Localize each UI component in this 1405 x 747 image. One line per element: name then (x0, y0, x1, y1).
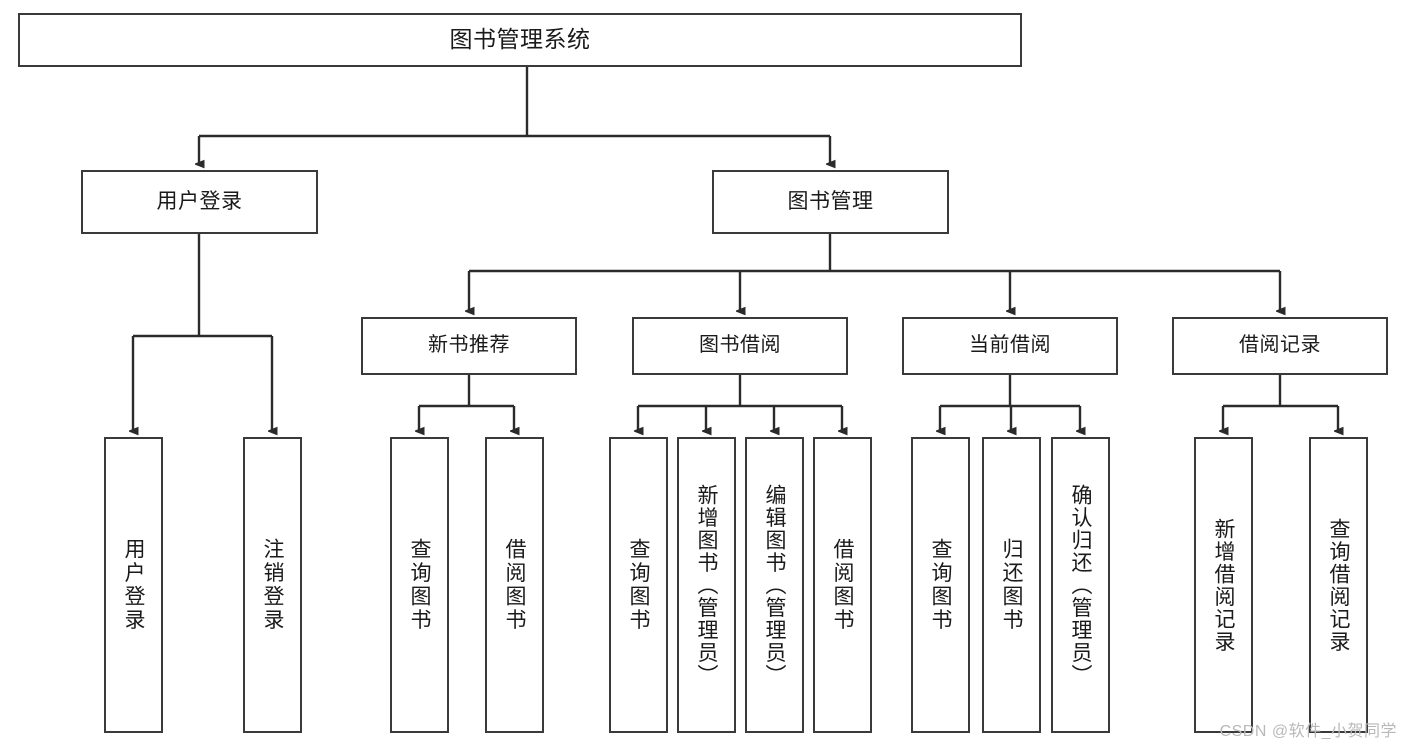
node-current-borrow[interactable]: 当前借阅 (902, 317, 1118, 375)
leaf-label: 新增图书（管理员） (695, 483, 718, 687)
leaf-label: 查询图书 (627, 538, 650, 632)
leaf-borrow-book-borrow[interactable]: 借阅图书 (813, 437, 872, 733)
leaf-borrow-book-newbook[interactable]: 借阅图书 (485, 437, 544, 733)
leaf-label: 借阅图书 (831, 538, 854, 632)
node-new-book-recommendation[interactable]: 新书推荐 (361, 317, 577, 375)
leaf-query-book-current[interactable]: 查询图书 (911, 437, 970, 733)
leaf-label: 归还图书 (1000, 538, 1023, 632)
leaf-label: 确认归还（管理员） (1069, 483, 1092, 687)
node-label: 图书借阅 (699, 334, 781, 357)
node-label: 图书管理 (787, 189, 874, 213)
leaf-query-borrow-record[interactable]: 查询借阅记录 (1309, 437, 1368, 733)
leaf-label: 查询图书 (408, 538, 431, 632)
leaf-edit-book-admin[interactable]: 编辑图书（管理员） (745, 437, 804, 733)
leaf-label: 新增借阅记录 (1212, 517, 1235, 653)
leaf-confirm-return-admin[interactable]: 确认归还（管理员） (1051, 437, 1110, 733)
node-label: 用户登录 (156, 189, 243, 213)
leaf-return-book[interactable]: 归还图书 (982, 437, 1041, 733)
leaf-label: 编辑图书（管理员） (763, 483, 786, 687)
leaf-logout[interactable]: 注销登录 (243, 437, 302, 733)
node-label: 借阅记录 (1239, 334, 1321, 357)
leaf-query-book-borrow[interactable]: 查询图书 (609, 437, 668, 733)
leaf-user-login[interactable]: 用户登录 (104, 437, 163, 733)
leaf-add-book-admin[interactable]: 新增图书（管理员） (677, 437, 736, 733)
node-user-login[interactable]: 用户登录 (81, 170, 318, 234)
leaf-query-book-newbook[interactable]: 查询图书 (390, 437, 449, 733)
leaf-label: 借阅图书 (503, 538, 526, 632)
node-book-borrow[interactable]: 图书借阅 (632, 317, 848, 375)
watermark: CSDN @软件_小贺同学 (1219, 723, 1397, 740)
leaf-add-borrow-record[interactable]: 新增借阅记录 (1194, 437, 1253, 733)
leaf-label: 用户登录 (122, 538, 145, 632)
node-book-management-system[interactable]: 图书管理系统 (18, 13, 1022, 67)
leaf-label: 注销登录 (261, 538, 284, 632)
leaf-label: 查询借阅记录 (1327, 517, 1350, 653)
node-borrow-record[interactable]: 借阅记录 (1172, 317, 1388, 375)
node-label: 当前借阅 (969, 334, 1051, 357)
leaf-label: 查询图书 (929, 538, 952, 632)
node-book-management[interactable]: 图书管理 (712, 170, 949, 234)
node-label: 图书管理系统 (449, 26, 591, 53)
node-label: 新书推荐 (428, 334, 510, 357)
